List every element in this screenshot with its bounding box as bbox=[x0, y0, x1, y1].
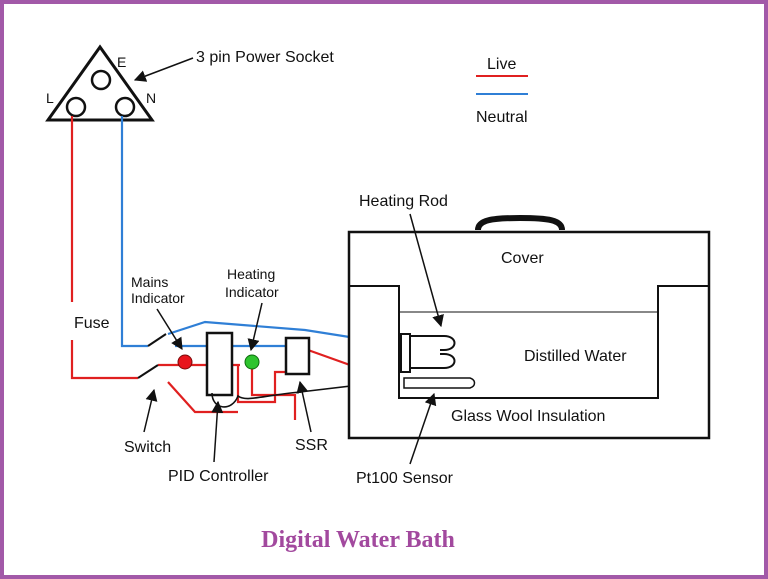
cover-handle bbox=[475, 214, 565, 231]
heating-indicator bbox=[244, 354, 260, 370]
mains-indicator bbox=[177, 354, 193, 370]
cover-label: Cover bbox=[501, 250, 544, 267]
heating-indicator-label-1: Heating bbox=[227, 266, 275, 282]
diagram-title: Digital Water Bath bbox=[261, 527, 455, 553]
heating-rod bbox=[410, 335, 456, 369]
ssr-pointer bbox=[296, 380, 312, 433]
socket-label: 3 pin Power Socket bbox=[196, 49, 334, 66]
rod-connector bbox=[400, 333, 411, 373]
pt100-probe bbox=[403, 377, 476, 389]
pid-controller-label: PID Controller bbox=[168, 468, 269, 485]
socket-pointer bbox=[133, 57, 194, 82]
socket-pin-l-label: L bbox=[46, 90, 54, 106]
switch bbox=[137, 333, 167, 379]
legend-live-label: Live bbox=[487, 56, 516, 73]
inner-tank bbox=[349, 285, 709, 399]
legend-neutral-label: Neutral bbox=[476, 109, 528, 126]
heating-indicator-pointer bbox=[247, 302, 263, 352]
socket-pin-e-label: E bbox=[117, 54, 126, 70]
fuse-label: Fuse bbox=[74, 315, 110, 332]
pid-controller bbox=[205, 331, 234, 397]
pt100-sensor-label: Pt100 Sensor bbox=[356, 470, 454, 487]
socket-pin-n-label: N bbox=[146, 90, 156, 106]
water-bath bbox=[347, 214, 711, 440]
pt100-sensor-pointer bbox=[409, 392, 437, 465]
pid-controller-pointer bbox=[211, 400, 224, 463]
switch-pointer bbox=[143, 388, 158, 433]
mains-indicator-label-1: Mains bbox=[131, 274, 168, 290]
heating-rod-label: Heating Rod bbox=[359, 193, 448, 210]
ssr bbox=[284, 336, 311, 376]
ssr-label: SSR bbox=[295, 437, 328, 454]
power-socket bbox=[45, 44, 155, 122]
glass-wool-label: Glass Wool Insulation bbox=[451, 408, 605, 425]
heating-rod-pointer bbox=[409, 213, 444, 328]
distilled-water-label: Distilled Water bbox=[524, 348, 627, 365]
heating-indicator-label-2: Indicator bbox=[225, 284, 279, 300]
mains-indicator-pointer bbox=[156, 308, 183, 351]
mains-indicator-label-2: Indicator bbox=[131, 290, 185, 306]
switch-label: Switch bbox=[124, 439, 171, 456]
legend: Live Neutral bbox=[476, 56, 528, 126]
